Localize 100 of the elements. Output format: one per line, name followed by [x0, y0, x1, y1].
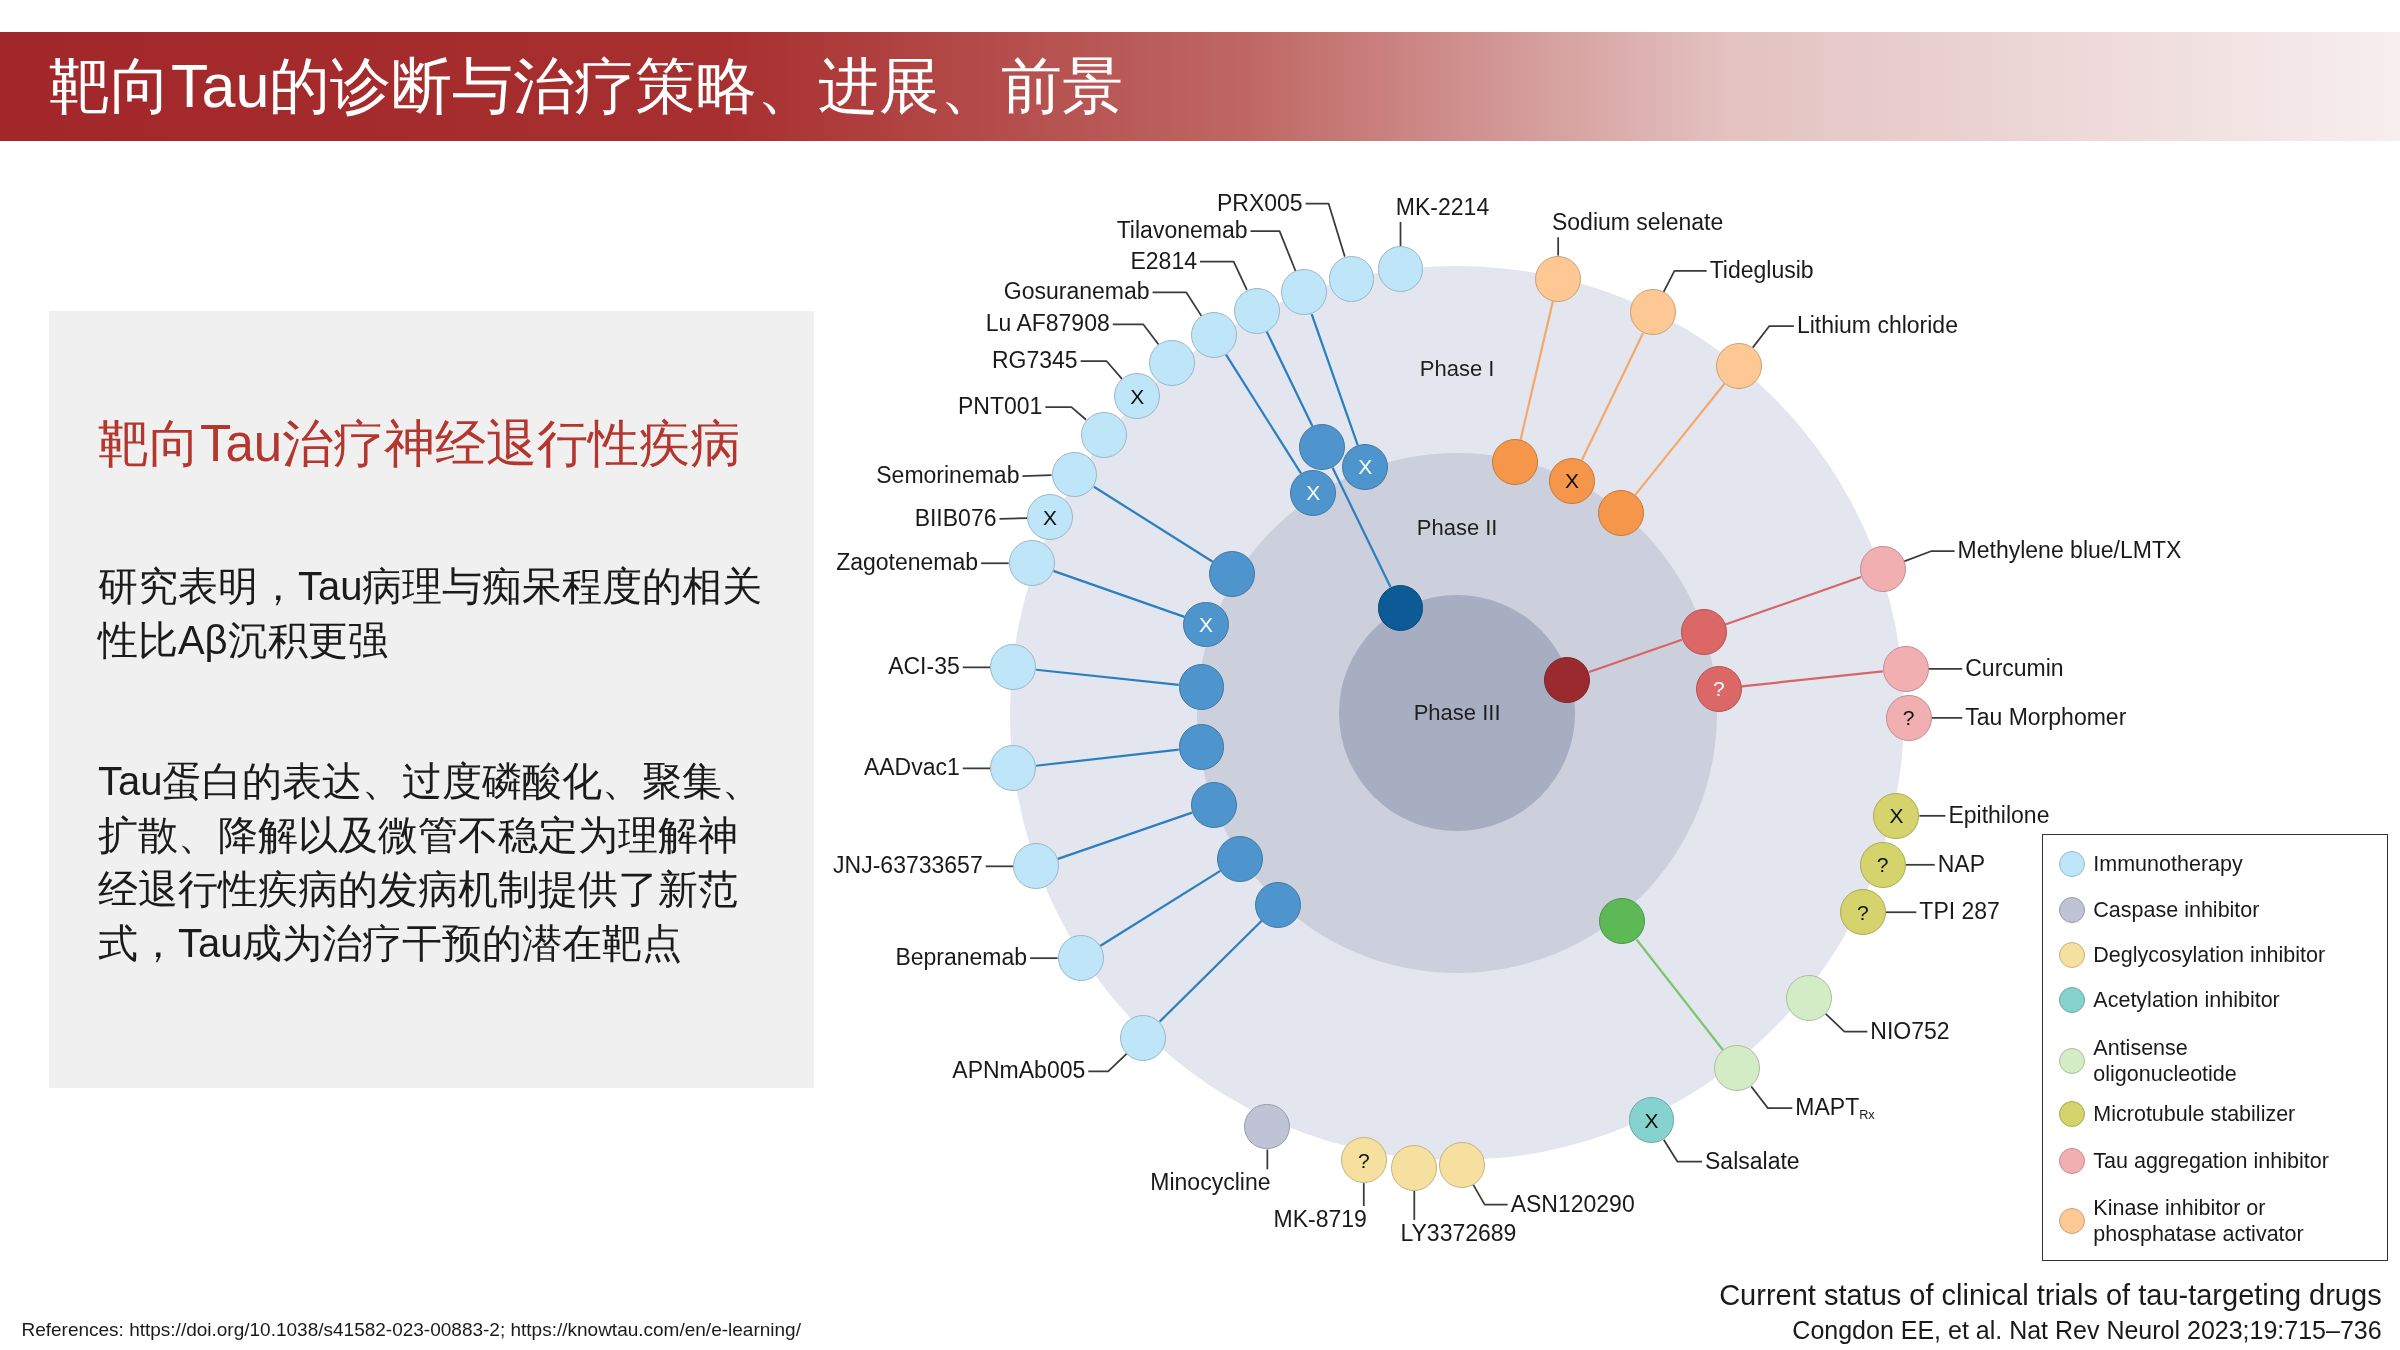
connector-line [1635, 938, 1724, 1051]
citation: Congdon EE, et al. Nat Rev Neurol 2023;19:715–736 [1792, 1315, 2382, 1345]
legend-label: Caspase inhibitor [2093, 897, 2260, 924]
leader-line [1044, 406, 1088, 421]
leader-line [1472, 1183, 1509, 1206]
phase-dot: X [1183, 601, 1230, 648]
drug-label: Lithium chloride [1793, 312, 1961, 340]
drug-label: PRX005 [1213, 189, 1306, 218]
connector-line [1265, 330, 1314, 427]
leader-line [1079, 360, 1124, 380]
legend-label: Kinase inhibitor or phosphatase activator [2093, 1194, 2305, 1247]
connector-line [1588, 638, 1683, 674]
connector-line [1099, 869, 1221, 947]
phase-label: Phase III [1413, 700, 1501, 727]
phase-dot: X [1548, 457, 1595, 504]
drug-label: Lu AF87908 [982, 310, 1113, 339]
connector-line [1093, 485, 1214, 563]
panel-heading: 靶向Tau治疗神经退行性疾病 [97, 414, 742, 475]
phase-dot [1597, 489, 1644, 536]
legend-label: Acetylation inhibitor [2093, 987, 2280, 1014]
leader-line [1930, 717, 1964, 719]
legend-label: Deglycosylation inhibitor [2093, 941, 2326, 968]
drug-circle [1328, 255, 1375, 302]
connector-line [1634, 383, 1726, 496]
leader-line [1824, 1012, 1869, 1033]
drug-label: Minocycline [1147, 1169, 1274, 1197]
leader-line [1151, 291, 1203, 317]
drug-label: Tideglusib [1706, 257, 1817, 285]
drug-label: Semorinemab [873, 462, 1023, 490]
connector-line [1310, 313, 1359, 446]
leader-line [1557, 236, 1560, 257]
drug-label: Salsalate [1702, 1147, 1803, 1176]
drug-label: MK-8719 [1270, 1206, 1370, 1234]
drug-label: Curcumin [1962, 655, 2067, 683]
paragraph: 研究表明，Tau病理与痴呆程度的相关性比Aβ沉积更强 [97, 563, 764, 665]
leader-line [1266, 1148, 1269, 1171]
leader-line [1249, 230, 1297, 272]
leader-line [1750, 1085, 1794, 1110]
leader-line [1903, 550, 1956, 563]
legend-label: Microtubule stabilizer [2093, 1100, 2296, 1127]
leader-line [1199, 260, 1248, 291]
connector-line [1057, 811, 1193, 860]
phase-label: Phase I [1419, 355, 1495, 383]
drug-label: PNT001 [955, 393, 1046, 421]
leader-line [980, 562, 1010, 565]
caption: Current status of clinical trials of tau-targeting drugs [1719, 1279, 2382, 1314]
phase-dot: X [1290, 469, 1337, 516]
leader-line [998, 517, 1028, 520]
drug-label: MAPT$_{Rx}$ [1792, 1094, 1878, 1122]
drug-label: AADvac1 [860, 754, 963, 783]
drug-label: Zagotenemab [833, 549, 982, 578]
leader-line [1399, 221, 1402, 248]
connector-line [1580, 332, 1645, 461]
phase-label: Phase II [1416, 514, 1498, 542]
leader-line [984, 865, 1015, 868]
leader-line [1662, 270, 1708, 293]
connector-line [1158, 919, 1263, 1023]
leader-line [1362, 1182, 1365, 1207]
drug-label: RG7345 [988, 347, 1081, 375]
connector-line [1225, 354, 1302, 475]
drug-label: NAP [1934, 851, 1988, 879]
leader-line [961, 767, 992, 770]
drug-label: JNJ-63733657 [830, 852, 986, 881]
legend-label: Immunotherapy [2093, 851, 2243, 878]
leader-line [1111, 323, 1160, 346]
phase-dot [1299, 423, 1346, 470]
drug-label: Methylene blue/LMTX [1954, 537, 2185, 565]
drug-label: TPI 287 [1916, 898, 2003, 927]
leader-line [1751, 325, 1795, 349]
drug-label: E2814 [1127, 247, 1200, 276]
leader-line [1904, 863, 1936, 866]
connector-line [1519, 300, 1555, 441]
drug-label: APNmAb005 [949, 1057, 1089, 1086]
page-title: 靶向Tau的诊断与治疗策略、进展、前景 [48, 51, 1124, 122]
leader-line [1087, 1052, 1128, 1073]
drug-label: LY3372689 [1397, 1219, 1520, 1248]
reference-note: References: https://doi.org/10.1038/s41582-023-00883-2; https://knowtau.com/en/e-learning/ [21, 1319, 801, 1341]
drug-label: Sodium selenate [1548, 209, 1727, 238]
legend-label: Tau aggregation inhibitor [2093, 1148, 2329, 1175]
drug-label: Tau Morphomer [1962, 704, 2130, 732]
phase-dot [1209, 551, 1256, 597]
connector-line [1036, 668, 1179, 686]
leader-line [1029, 957, 1059, 960]
drug-label: BIIB076 [911, 505, 1000, 533]
drug-label: NIO752 [1867, 1017, 1953, 1046]
drug-label: ACI-35 [885, 653, 963, 682]
drug-label: Tilavonemab [1113, 217, 1251, 245]
leader-line [1662, 1138, 1703, 1163]
drug-label: Epithilone [1945, 802, 2053, 830]
leader-line [1884, 911, 1918, 914]
drug-label: ASN120290 [1507, 1190, 1638, 1219]
paragraph: Tau蛋白的表达、过度磷酸化、聚集、扩散、降解以及微管不稳定为理解神经退行性疾病的发病机制提供了新范式，Tau成为治疗干预的潜在靶点 [97, 757, 764, 967]
phase-dot: X [1342, 443, 1389, 490]
drug-label: Bepranemab [892, 944, 1031, 972]
connector-line [1741, 670, 1883, 688]
leader-line [1918, 814, 1947, 817]
legend-label: Antisense oligonucleotide [2093, 1034, 2238, 1087]
connector-line [1331, 467, 1392, 588]
leader-line [1413, 1189, 1416, 1221]
leader-line [1021, 474, 1053, 477]
